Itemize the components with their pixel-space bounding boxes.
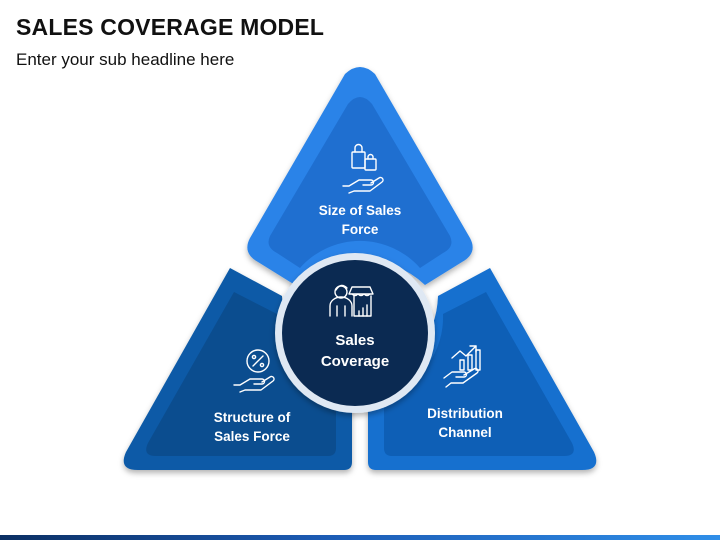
segment-left-label-line2: Sales Force [214, 429, 290, 444]
center-circle [282, 260, 428, 406]
hand-percent-icon [233, 349, 275, 393]
segment-top-label-line1: Size of Sales [319, 203, 402, 218]
bottom-accent-bar [0, 535, 720, 540]
segment-size-of-sales-force[interactable]: Size of Sales Force [247, 67, 473, 285]
segment-top-label-line2: Force [342, 222, 379, 237]
segment-structure-of-sales-force[interactable]: Structure of Sales Force [123, 268, 352, 470]
hand-growth-chart-icon [443, 345, 481, 388]
page-subtitle: Enter your sub headline here [16, 50, 235, 69]
center-sales-coverage[interactable]: Sales Coverage [275, 253, 435, 413]
hand-shopping-bags-icon [342, 143, 384, 194]
segment-top-inner [268, 97, 452, 268]
segment-right-inner [384, 292, 574, 456]
page-title: SALES COVERAGE MODEL [16, 14, 325, 40]
segment-left-label-line1: Structure of [214, 410, 291, 425]
segment-left-inner [146, 292, 336, 456]
center-label-line2: Coverage [321, 353, 389, 370]
segment-distribution-channel[interactable]: Distribution Channel [368, 268, 597, 470]
center-label-line1: Sales [335, 332, 374, 349]
segment-right-label-line2: Channel [438, 425, 491, 440]
segment-right-label-line1: Distribution [427, 406, 503, 421]
person-storefront-icon [329, 284, 374, 317]
